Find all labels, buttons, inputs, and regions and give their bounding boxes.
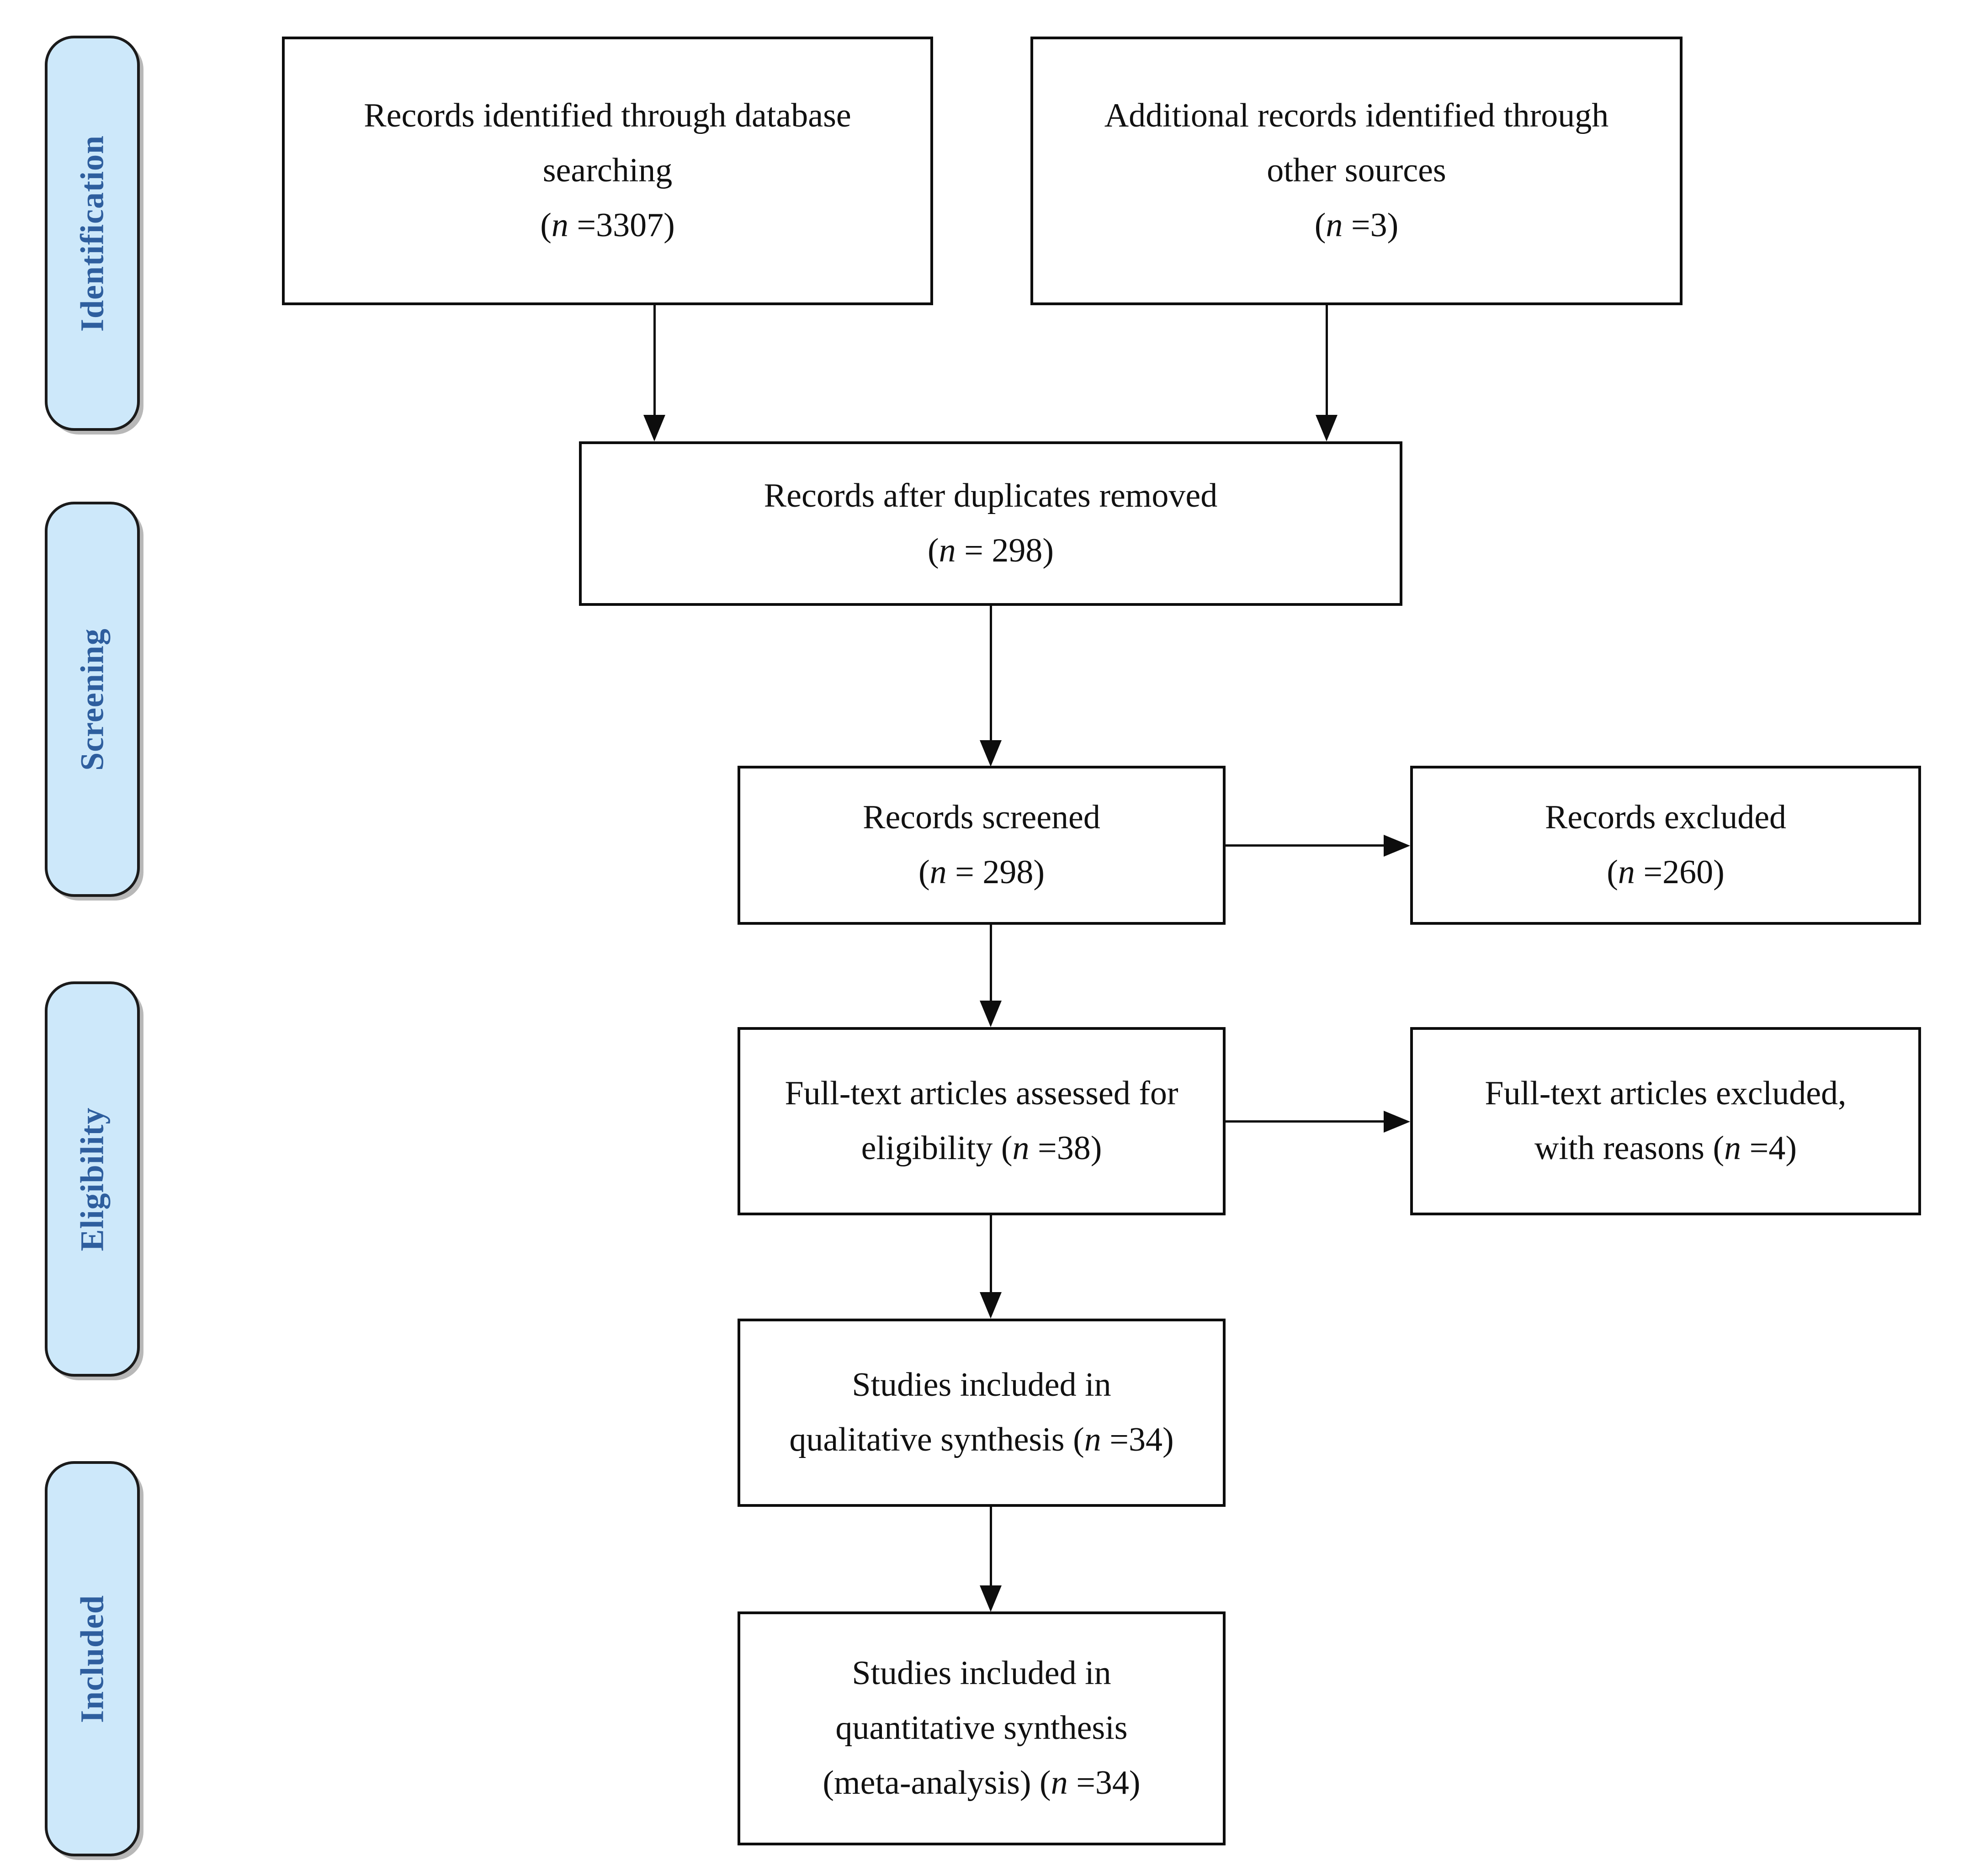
- arrowhead-screened-to-excluded: [1384, 835, 1410, 857]
- box-line: Full-text articles excluded,: [1485, 1075, 1847, 1113]
- connector-fulltext-to-excluded: [1226, 1120, 1385, 1123]
- box-fulltext-excluded-with-reasons: Full-text articles excluded, with reason…: [1410, 1027, 1921, 1215]
- box-line: Additional records identified through: [1104, 97, 1609, 135]
- arrowhead-screened-to-fulltext: [980, 1001, 1002, 1027]
- box-line: Studies included in: [852, 1654, 1111, 1692]
- connector-database-to-duplicates: [653, 305, 656, 425]
- box-line: quantitative synthesis: [835, 1709, 1128, 1747]
- connector-screened-to-excluded: [1226, 844, 1385, 847]
- box-records-identified-database: Records identified through database sear…: [282, 37, 933, 305]
- box-count-line: (n = 298): [918, 853, 1045, 891]
- box-count-line: (n =260): [1607, 853, 1725, 891]
- box-count-line: eligibility (n =38): [861, 1129, 1102, 1167]
- stage-tab-screening: Screening: [45, 502, 140, 897]
- box-line: Full-text articles assessed for: [785, 1075, 1178, 1113]
- box-fulltext-assessed-eligibility: Full-text articles assessed for eligibil…: [738, 1027, 1226, 1215]
- box-studies-qualitative-synthesis: Studies included in qualitative synthesi…: [738, 1319, 1226, 1507]
- connector-duplicates-to-screened: [990, 606, 992, 750]
- arrowhead-other-to-duplicates: [1316, 415, 1338, 441]
- box-count-line: qualitative synthesis (n =34): [789, 1421, 1174, 1458]
- box-line: Records identified through database: [364, 97, 851, 135]
- box-line: Studies included in: [852, 1366, 1111, 1404]
- arrowhead-qualitative-to-quantitative: [980, 1585, 1002, 1612]
- arrowhead-duplicates-to-screened: [980, 740, 1002, 767]
- box-count-line: with reasons (n =4): [1534, 1129, 1797, 1167]
- stage-tab-included: Included: [45, 1461, 140, 1856]
- box-line: Records excluded: [1545, 799, 1787, 837]
- box-records-screened: Records screened (n = 298): [738, 766, 1226, 925]
- connector-qualitative-to-quantitative: [990, 1507, 992, 1594]
- box-count-line: (meta-analysis) (n =34): [823, 1764, 1141, 1802]
- arrowhead-fulltext-to-excluded: [1384, 1111, 1410, 1133]
- stage-label-identification: Identification: [74, 135, 111, 332]
- box-records-identified-other-sources: Additional records identified through ot…: [1030, 37, 1683, 305]
- box-records-after-duplicates-removed: Records after duplicates removed (n = 29…: [579, 441, 1402, 606]
- box-records-excluded: Records excluded (n =260): [1410, 766, 1921, 925]
- stage-tab-eligibility: Eligibility: [45, 981, 140, 1377]
- box-line: Records screened: [863, 799, 1100, 837]
- stage-label-included: Included: [74, 1595, 111, 1723]
- box-line: Records after duplicates removed: [764, 477, 1218, 515]
- box-studies-quantitative-synthesis: Studies included in quantitative synthes…: [738, 1611, 1226, 1845]
- stage-label-screening: Screening: [74, 628, 111, 771]
- box-line: other sources: [1267, 152, 1446, 190]
- box-count-line: (n =3): [1314, 206, 1399, 244]
- arrowhead-fulltext-to-qualitative: [980, 1292, 1002, 1319]
- box-count-line: (n =3307): [540, 206, 675, 244]
- connector-other-to-duplicates: [1326, 305, 1328, 425]
- box-count-line: (n = 298): [927, 532, 1054, 569]
- box-line: searching: [542, 152, 673, 190]
- stage-label-eligibility: Eligibility: [74, 1107, 111, 1251]
- stage-tab-identification: Identification: [45, 36, 140, 431]
- connector-fulltext-to-qualitative: [990, 1215, 992, 1302]
- arrowhead-database-to-duplicates: [643, 415, 665, 441]
- connector-screened-to-fulltext: [990, 925, 992, 1012]
